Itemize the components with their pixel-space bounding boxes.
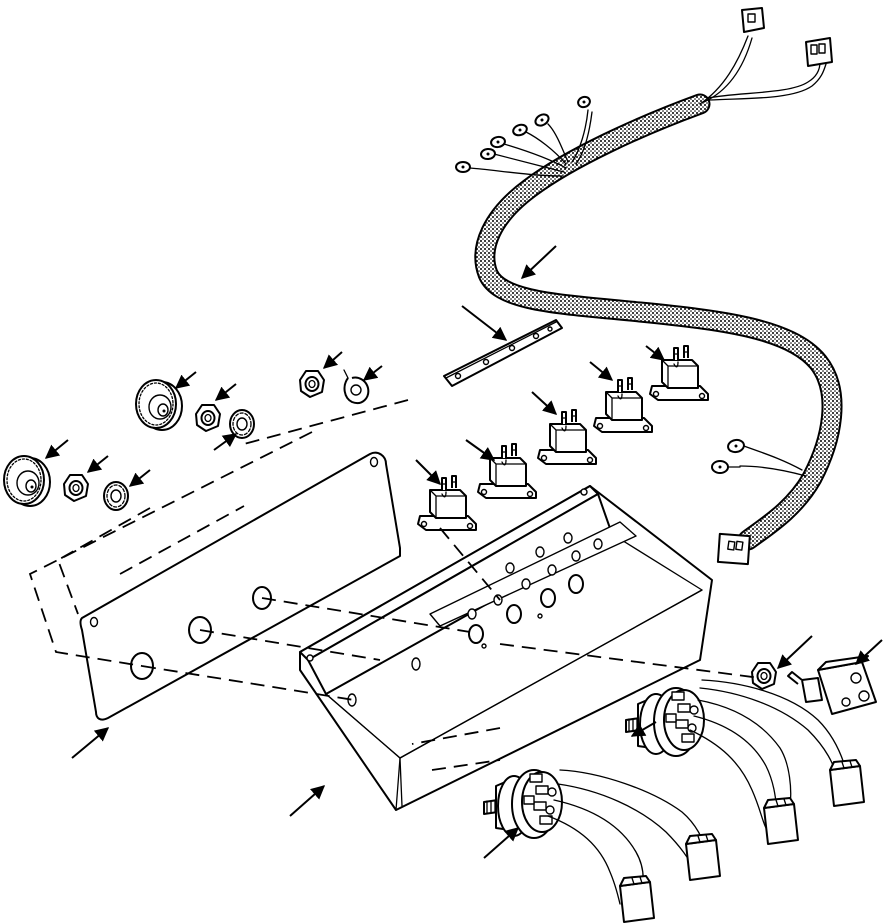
relay xyxy=(649,345,709,401)
alignment-lines xyxy=(28,399,761,771)
hex-nut xyxy=(751,662,777,690)
rotary-switch xyxy=(625,679,865,845)
lock-washer xyxy=(103,481,129,511)
wiring-harness xyxy=(455,7,843,566)
rotary-switch xyxy=(483,769,721,923)
toggle-switch xyxy=(787,655,877,715)
lock-washer xyxy=(229,409,255,439)
hex-nut xyxy=(63,474,89,502)
relay xyxy=(477,443,537,499)
control-knob xyxy=(135,379,183,431)
relay xyxy=(417,475,477,531)
relay xyxy=(537,409,597,465)
hex-nut xyxy=(299,370,325,398)
callout-arrows xyxy=(44,245,883,859)
hex-nut xyxy=(195,404,221,432)
lock-washer xyxy=(343,369,370,404)
relay xyxy=(593,377,653,433)
control-knob xyxy=(3,455,51,507)
terminal-strip xyxy=(443,319,563,387)
box-hole xyxy=(347,532,603,707)
